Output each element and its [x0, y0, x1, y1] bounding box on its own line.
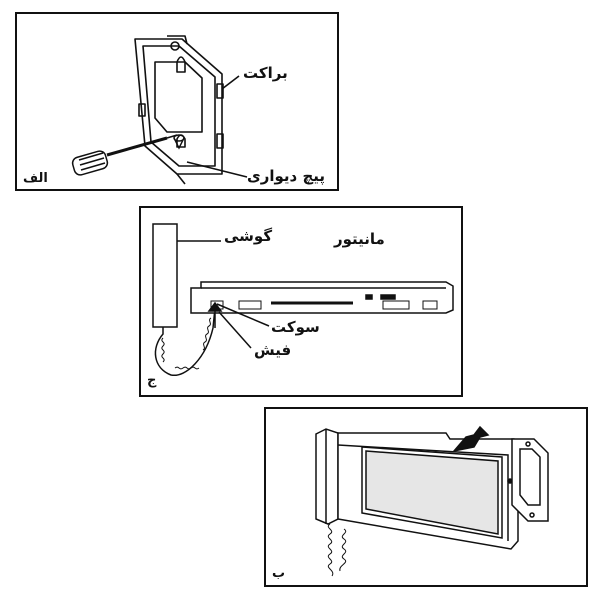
label-bracket: براکت: [243, 64, 288, 82]
panel-corner-label: ب: [272, 566, 286, 581]
coiled-cord-icon: [154, 307, 216, 376]
wall-bracket: [511, 438, 549, 522]
bracket-plate: [134, 38, 223, 175]
wall-screw-icon: [173, 134, 185, 150]
coiled-cord-icon: [327, 523, 347, 577]
panel-handset-connection: گوشی مانیتور سوکت فیش ج: [139, 206, 463, 397]
panel-corner-label: ج: [147, 373, 157, 388]
panel-hang-monitor: ب: [264, 407, 588, 587]
arrow-up-icon: [452, 425, 490, 453]
label-handset: گوشی: [224, 227, 273, 245]
handset-connection-illustration: [152, 223, 454, 376]
monitor-screen: [365, 450, 499, 535]
label-wall-screw: پیچ دیواری: [247, 167, 326, 185]
handset: [315, 428, 339, 525]
handset: [152, 223, 178, 328]
monitor-side-view: [190, 281, 454, 314]
hang-monitor-illustration: [315, 425, 549, 577]
screwdriver-icon: [71, 134, 178, 176]
bracket-mounting-illustration: [71, 35, 248, 185]
label-monitor: مانیتور: [334, 230, 385, 248]
panel-bracket-mounting: براکت پیچ دیواری الف: [15, 12, 339, 191]
panel-corner-label: الف: [23, 171, 48, 186]
label-socket: سوکت: [271, 318, 320, 336]
label-plug: فیش: [254, 341, 292, 359]
